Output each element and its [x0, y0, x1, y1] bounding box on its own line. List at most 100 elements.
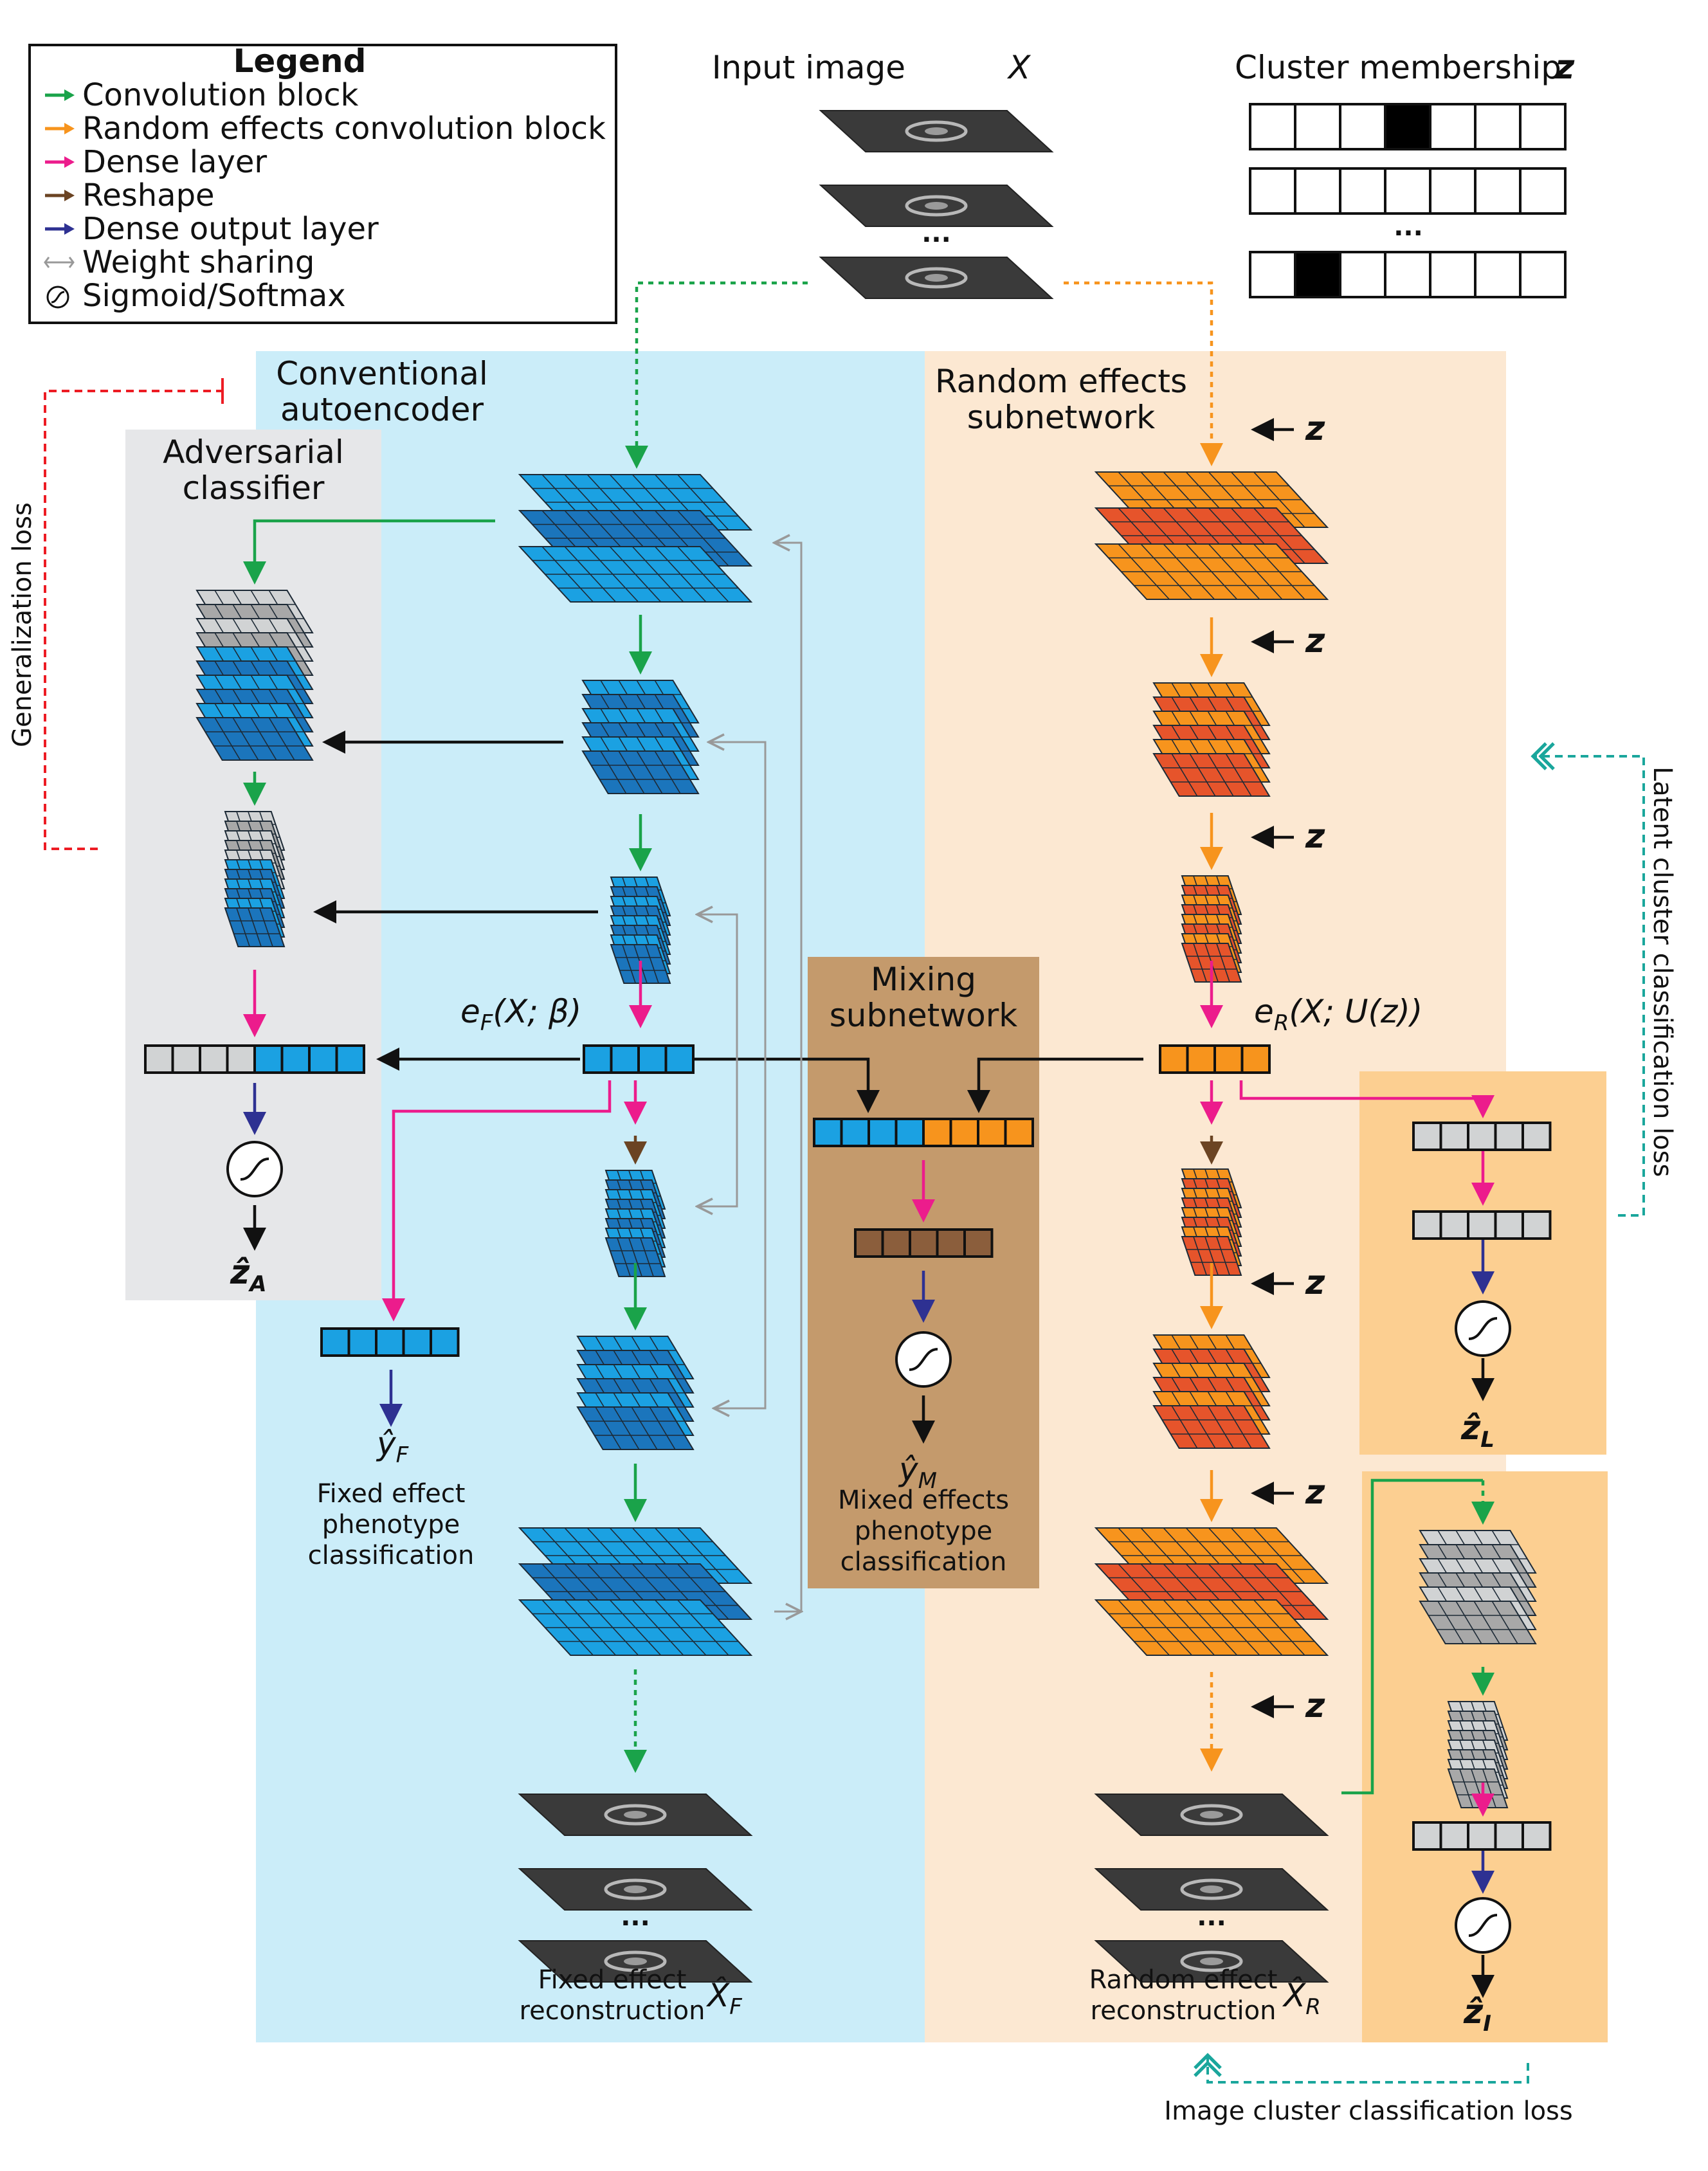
y-hat-M: ŷM	[898, 1451, 937, 1494]
text-line: classification	[840, 1547, 1007, 1577]
sigmoid-curve	[1468, 1914, 1498, 1937]
encoder-block-2	[581, 680, 700, 794]
adversarial-sigmoid	[226, 1141, 283, 1197]
vector-cell	[375, 1327, 405, 1357]
image-slice	[518, 1940, 753, 1983]
sigmoid-curve	[1468, 1317, 1498, 1340]
cell-outline	[1180, 1878, 1243, 1900]
onehot-cell	[1519, 251, 1567, 298]
grid-line	[1189, 753, 1216, 797]
vector-cell	[1240, 1044, 1271, 1074]
vector-cell	[949, 1118, 979, 1147]
er-label: eR(X; U(z))	[1254, 993, 1422, 1036]
onehot-cell	[1519, 103, 1567, 150]
legend-label: Dense output layer	[82, 211, 379, 247]
cell-nucleus	[1200, 1958, 1223, 1965]
vector-cell	[171, 1044, 201, 1074]
sigmoid-curve	[909, 1348, 938, 1371]
grid-line	[232, 717, 259, 761]
grid-line	[1473, 1601, 1500, 1644]
onehot-cell	[1249, 251, 1296, 298]
legend-label: Reshape	[82, 177, 215, 213]
stack-layer	[604, 1237, 666, 1277]
onehot-cell	[1429, 251, 1476, 298]
legend-item: Random effects convolution block	[45, 111, 606, 147]
grid-line	[1459, 1768, 1473, 1808]
vector-cell	[1494, 1122, 1524, 1151]
y-hat-F: ŷF	[376, 1425, 409, 1468]
vector-cell	[854, 1228, 884, 1258]
cluster-onehot-vectors: ...	[1249, 103, 1567, 298]
vector-cell	[1213, 1044, 1244, 1074]
grid-line	[236, 907, 250, 947]
grid-line	[250, 717, 277, 761]
grid-line	[1193, 1236, 1207, 1276]
image-cluster-block-2	[1447, 1701, 1509, 1808]
z-hat-I: ẑI	[1463, 1993, 1491, 2037]
text-line: subnetwork	[967, 399, 1156, 436]
vector-cell	[1412, 1210, 1442, 1240]
vector-cell	[347, 1327, 377, 1357]
fixed-dense-vector	[320, 1327, 460, 1357]
onehot-cell	[1249, 167, 1296, 215]
grid-line	[631, 1406, 658, 1450]
random-block-2	[1152, 682, 1271, 797]
stack-layer	[581, 750, 700, 794]
vector-cell	[1004, 1118, 1034, 1147]
text-line: Random effect	[1089, 1965, 1278, 1995]
vector-cell	[430, 1327, 460, 1357]
vector-cell	[936, 1228, 966, 1258]
legend-arrowhead	[64, 123, 75, 134]
grid-line	[654, 750, 681, 794]
z-input-label: z	[1305, 410, 1325, 448]
input-to-random-arrow	[1064, 281, 1223, 466]
grid-line	[636, 750, 663, 794]
text-line: Random effects	[935, 363, 1187, 400]
stack-layer	[1152, 753, 1271, 797]
grid-line	[649, 1406, 676, 1450]
onehot-cell	[1474, 167, 1522, 215]
grid-line	[600, 750, 627, 794]
vector-cell	[1412, 1821, 1442, 1851]
adversarial-block-2	[224, 811, 286, 947]
onehot-cell	[1519, 167, 1567, 215]
image-cluster-loss-label: Image cluster classification loss	[1164, 2096, 1572, 2126]
grid-line	[1216, 1236, 1230, 1276]
input-to-encoder-arrow	[625, 281, 808, 469]
text-line: Fixed effect	[317, 1479, 466, 1509]
image-cluster-dense	[1412, 1821, 1552, 1851]
vector-cell	[1522, 1122, 1552, 1151]
onehot-cell	[1339, 167, 1386, 215]
cell-nucleus	[624, 1885, 647, 1893]
grid-line	[1225, 1405, 1252, 1449]
fixed-latent-vector	[583, 1044, 695, 1074]
mixing-sigmoid	[895, 1331, 952, 1388]
image-cluster-sigmoid	[1455, 1897, 1511, 1954]
onehot-cell	[1429, 103, 1476, 150]
image-slice	[819, 110, 1054, 152]
cell-outline	[905, 267, 968, 289]
text-line: Mixing	[871, 961, 976, 998]
grid-line	[1455, 1601, 1482, 1644]
text-line: Mixed effects	[838, 1485, 1009, 1515]
legend-arrowhead	[64, 190, 75, 201]
input-images: ...	[819, 110, 1054, 299]
random-block-3	[1181, 875, 1242, 983]
vector-cell	[583, 1044, 613, 1074]
text-line: Fixed effect	[538, 1965, 687, 1995]
random-latent-vector	[1159, 1044, 1271, 1074]
grid-line	[1207, 1405, 1234, 1449]
onehot-cell	[1294, 167, 1341, 215]
mixing-dense-vector	[854, 1228, 994, 1258]
latent-cluster-sigmoid	[1455, 1300, 1511, 1357]
decoder-block-3	[518, 1527, 753, 1656]
ef-label: eF(X; β)	[460, 993, 581, 1036]
latent-cluster-dense-1	[1412, 1122, 1552, 1151]
stack-layer	[1419, 1601, 1537, 1644]
cell-nucleus	[1200, 1811, 1223, 1819]
text-line: reconstruction	[520, 1996, 705, 2026]
stack-layer	[195, 717, 314, 761]
